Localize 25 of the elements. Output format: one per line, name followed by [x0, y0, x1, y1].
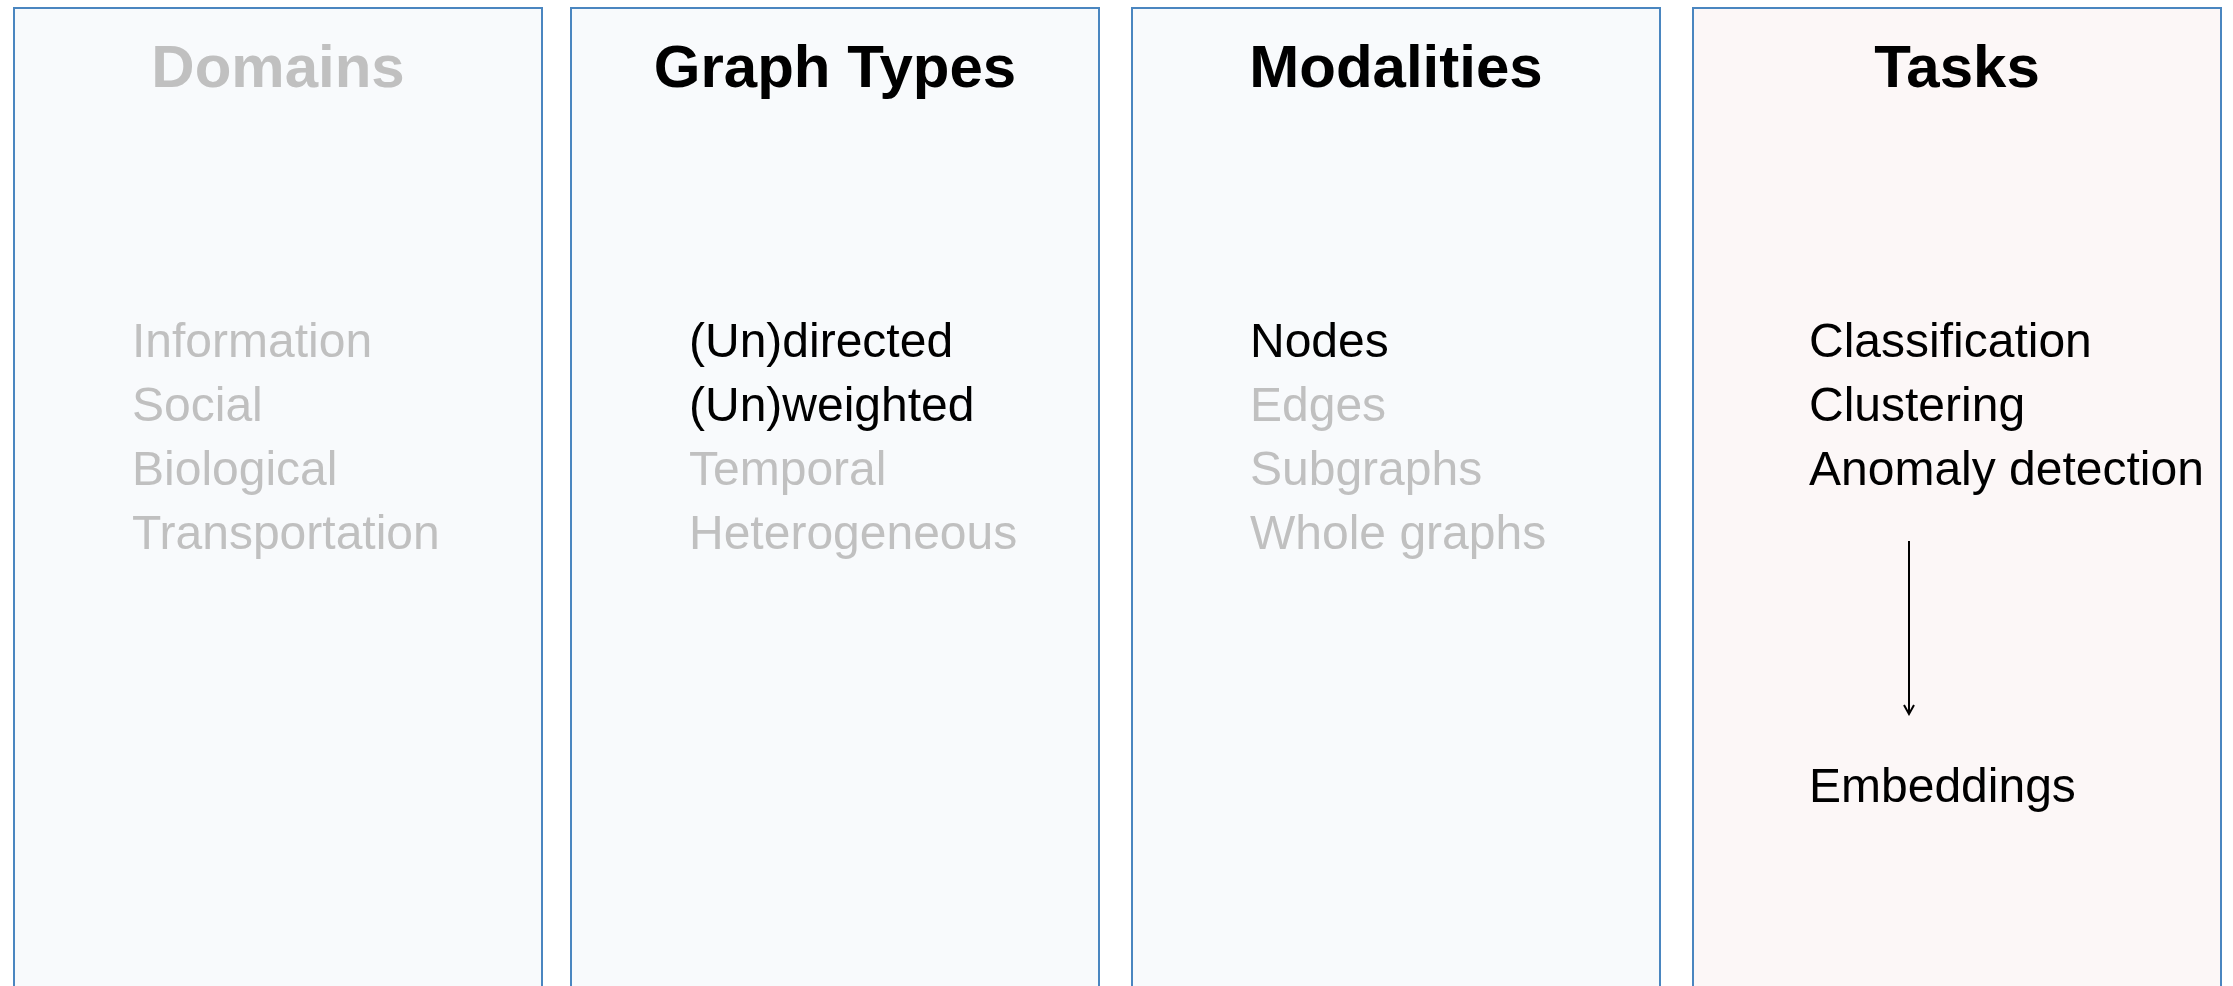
task-item: Classification: [1809, 313, 2093, 369]
category-panel: [1131, 7, 1661, 986]
column-heading: Modalities: [1248, 32, 1544, 102]
list-item: (Un)directed: [689, 313, 955, 369]
list-item: Information: [132, 313, 374, 369]
list-item: Temporal: [689, 441, 888, 497]
category-panel: [13, 7, 543, 986]
list-item: Social: [132, 377, 264, 433]
arrow: [1903, 540, 1915, 715]
list-item: (Un)weighted: [689, 377, 976, 433]
list-item: Edges: [1250, 377, 1388, 433]
column-heading: Tasks: [1873, 32, 2041, 102]
category-panel: [570, 7, 1100, 986]
task-item: Embeddings: [1809, 758, 2076, 814]
task-item: Anomaly detection: [1809, 441, 2204, 497]
category-panel: [1692, 7, 2222, 986]
list-item: Heterogeneous: [689, 505, 1018, 561]
column-heading: Domains: [150, 32, 406, 102]
list-item: Biological: [132, 441, 339, 497]
task-item: Clustering: [1809, 377, 2027, 433]
list-item: Transportation: [132, 505, 440, 561]
column-heading: Graph Types: [652, 32, 1018, 102]
list-item: Subgraphs: [1250, 441, 1484, 497]
list-item: Nodes: [1250, 313, 1390, 369]
list-item: Whole graphs: [1250, 505, 1547, 561]
